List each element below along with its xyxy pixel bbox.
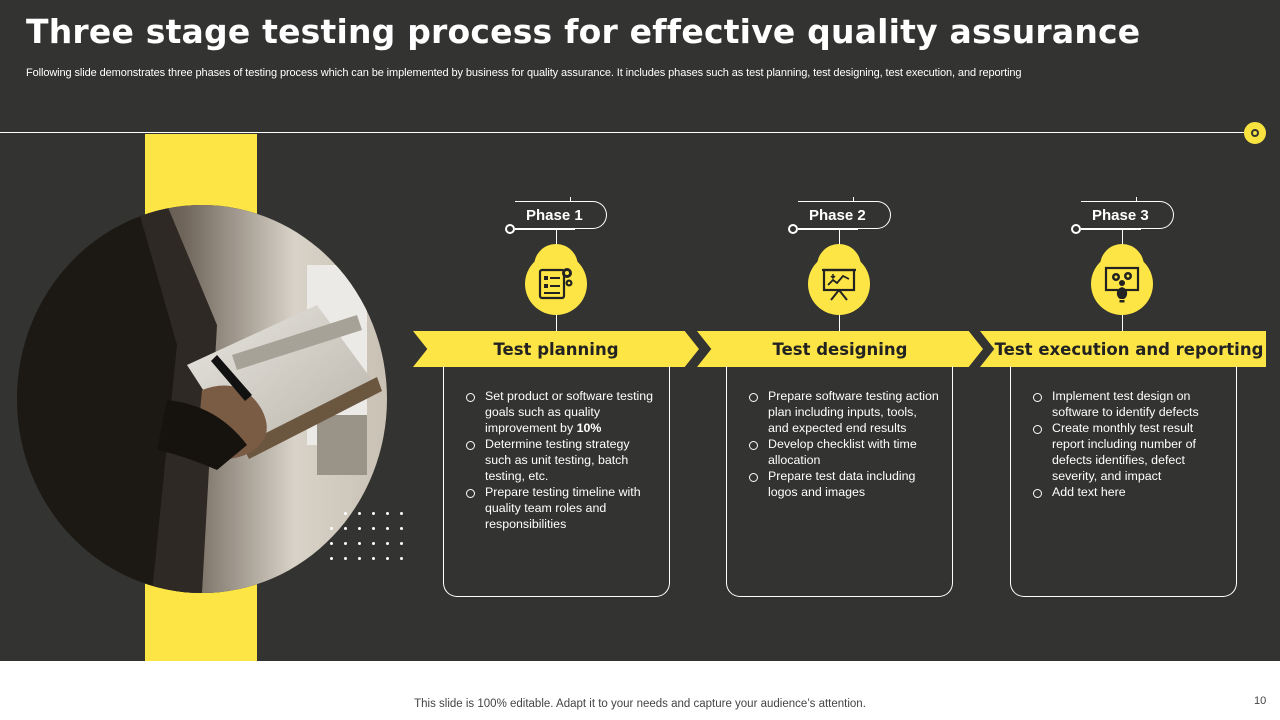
bullet-text: Prepare testing timeline with quality te… — [485, 485, 641, 531]
grid-dot — [386, 512, 389, 515]
phase-1-tick — [570, 197, 571, 202]
phase-1-title-ribbon: Test planning — [413, 331, 699, 367]
phase-3-card: Implement test design on software to ide… — [1010, 366, 1237, 597]
bullet-emphasis: 10% — [576, 421, 602, 435]
slide-subtitle: Following slide demonstrates three phase… — [26, 67, 1022, 79]
grid-dot — [372, 557, 375, 560]
phase-1-label-frame — [515, 201, 607, 229]
grid-dot — [330, 557, 333, 560]
list-item: Develop checklist with time allocation — [749, 436, 939, 468]
bullet-text: Add text here — [1052, 485, 1126, 499]
grid-dot — [344, 542, 347, 545]
grid-dot — [330, 527, 333, 530]
phase-1-label: Phase 1 — [526, 207, 583, 224]
phase-1-stem-lower — [556, 315, 557, 331]
page-number: 10 — [1254, 695, 1267, 707]
grid-dot — [400, 542, 403, 545]
phase-3-ring — [1071, 224, 1081, 234]
footer-note: This slide is 100% editable. Adapt it to… — [0, 698, 1280, 710]
phase-3-connector — [1081, 229, 1141, 230]
list-item: Determine testing strategy such as unit … — [466, 436, 656, 484]
slide-title: Three stage testing process for effectiv… — [26, 12, 1141, 51]
grid-dot — [358, 557, 361, 560]
slide: Three stage testing process for effectiv… — [0, 0, 1280, 661]
phase-1-ring — [505, 224, 515, 234]
phase-3-bullets: Implement test design on software to ide… — [1033, 388, 1223, 500]
bullet-text: Create monthly test result report includ… — [1052, 421, 1196, 483]
phase-3-stem-lower — [1122, 315, 1123, 331]
phase-2-tick — [853, 197, 854, 202]
grid-dot — [358, 527, 361, 530]
person-with-clipboard-image — [17, 205, 387, 593]
grid-dot — [358, 542, 361, 545]
phase-2-label: Phase 2 — [809, 207, 866, 224]
list-item: Prepare testing timeline with quality te… — [466, 484, 656, 532]
decorative-dot-grid — [330, 512, 410, 572]
phase-2-ring — [788, 224, 798, 234]
bullet-text: Prepare test data including logos and im… — [768, 469, 916, 499]
list-item: Prepare test data including logos and im… — [749, 468, 939, 500]
list-item: Prepare software testing action plan inc… — [749, 388, 939, 436]
grid-dot — [400, 557, 403, 560]
phase-3-title: Test execution and reporting — [994, 339, 1264, 359]
phase-3-stem — [1122, 229, 1123, 245]
grid-dot — [330, 542, 333, 545]
grid-dot — [344, 557, 347, 560]
phase-1-connector — [515, 229, 575, 230]
divider-line — [0, 132, 1248, 133]
phase-2-stem-lower — [839, 315, 840, 331]
bullet-text: Prepare software testing action plan inc… — [768, 389, 939, 435]
bullet-text: Set product or software testing goals su… — [485, 389, 654, 435]
phase-1-stem — [556, 229, 557, 245]
presentation-board-icon — [808, 253, 870, 315]
grid-dot — [386, 542, 389, 545]
planning-document-gear-icon — [525, 253, 587, 315]
grid-dot — [372, 512, 375, 515]
phase-2-label-frame — [798, 201, 891, 229]
phase-1-card: Set product or software testing goals su… — [443, 366, 670, 597]
grid-dot — [400, 512, 403, 515]
grid-dot — [386, 527, 389, 530]
grid-dot — [372, 527, 375, 530]
phase-2-connector — [798, 229, 858, 230]
lightbulb-gears-icon — [1091, 253, 1153, 315]
grid-dot — [358, 512, 361, 515]
grid-dot — [344, 527, 347, 530]
phase-3-label-frame — [1081, 201, 1174, 229]
bullet-text: Implement test design on software to ide… — [1052, 389, 1199, 419]
phase-3-label: Phase 3 — [1092, 207, 1149, 224]
footer-note-text: This slide is 100% editable. Adapt it to… — [414, 698, 866, 710]
phase-1-bullets: Set product or software testing goals su… — [466, 388, 656, 532]
list-item: Set product or software testing goals su… — [466, 388, 656, 436]
grid-dot — [372, 542, 375, 545]
phase-2-card: Prepare software testing action plan inc… — [726, 366, 953, 597]
phase-1-title: Test planning — [493, 339, 619, 359]
list-item: Add text here — [1033, 484, 1223, 500]
list-item: Implement test design on software to ide… — [1033, 388, 1223, 420]
bullet-text: Determine testing strategy such as unit … — [485, 437, 630, 483]
phase-2-stem — [839, 229, 840, 245]
grid-dot — [386, 557, 389, 560]
grid-dot — [344, 512, 347, 515]
grid-dot — [400, 527, 403, 530]
phase-3-title-ribbon: Test execution and reporting — [980, 331, 1266, 367]
phase-3-tick — [1136, 197, 1137, 202]
list-item: Create monthly test result report includ… — [1033, 420, 1223, 484]
phase-2-title-ribbon: Test designing — [697, 331, 983, 367]
phase-2-bullets: Prepare software testing action plan inc… — [749, 388, 939, 500]
divider-end-dot — [1244, 122, 1266, 144]
bullet-text: Develop checklist with time allocation — [768, 437, 917, 467]
phase-2-title: Test designing — [772, 339, 908, 359]
